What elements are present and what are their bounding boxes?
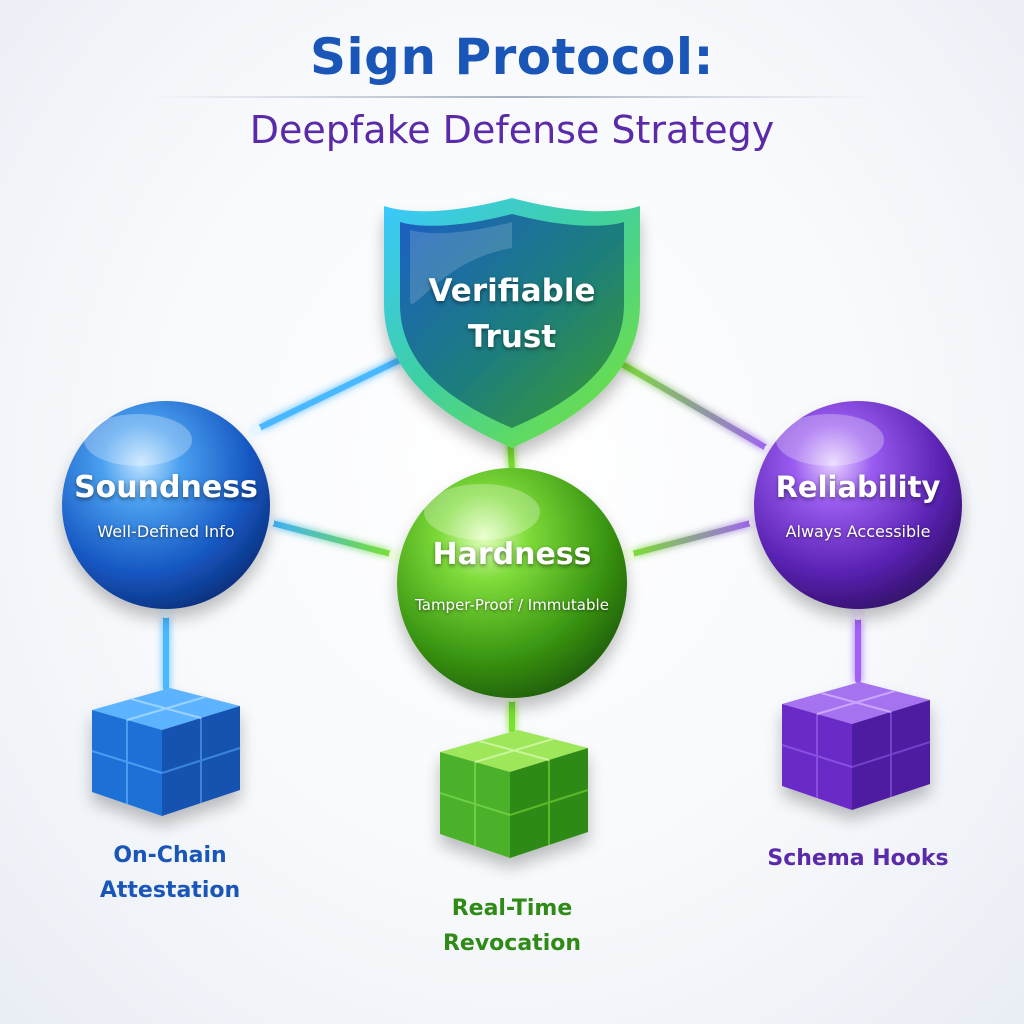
soundness-title: Soundness bbox=[66, 470, 266, 505]
cube-icon-purple bbox=[782, 682, 930, 810]
connector-soundness-hardness bbox=[268, 522, 395, 555]
reliability-subtitle: Always Accessible bbox=[758, 522, 958, 541]
cube-icon-blue bbox=[92, 688, 240, 816]
node-dot bbox=[389, 549, 401, 561]
schema-hooks-line1: Schema Hooks bbox=[748, 841, 968, 876]
shield-label-line2: Trust bbox=[362, 314, 662, 360]
cube-icon-green bbox=[440, 730, 588, 858]
soundness-subtitle: Well-Defined Info bbox=[66, 522, 266, 541]
reliability-title: Reliability bbox=[758, 470, 958, 504]
shield-label: Verifiable Trust bbox=[362, 268, 662, 360]
connector-shield-soundness bbox=[255, 355, 410, 430]
sphere-hardness bbox=[397, 468, 627, 698]
on-chain-attestation-line2: Attestation bbox=[60, 873, 280, 908]
shield-label-line1: Verifiable bbox=[362, 268, 662, 314]
node-dot bbox=[852, 608, 864, 620]
real-time-revocation-line1: Real-Time bbox=[402, 891, 622, 926]
node-dot bbox=[249, 424, 261, 436]
hardness-subtitle: Tamper-Proof / Immutable bbox=[397, 596, 627, 614]
connector-hardness-reliability bbox=[628, 522, 755, 555]
real-time-revocation-line2: Revocation bbox=[402, 926, 622, 961]
sphere-soundness bbox=[62, 401, 270, 609]
real-time-revocation-label: Real-Time Revocation bbox=[402, 891, 622, 961]
hardness-title: Hardness bbox=[402, 537, 622, 572]
connector-shield-reliability bbox=[615, 360, 770, 450]
sphere-reliability bbox=[754, 401, 962, 609]
schema-hooks-label: Schema Hooks bbox=[748, 841, 968, 876]
on-chain-attestation-label: On-Chain Attestation bbox=[60, 838, 280, 908]
on-chain-attestation-line1: On-Chain bbox=[60, 838, 280, 873]
